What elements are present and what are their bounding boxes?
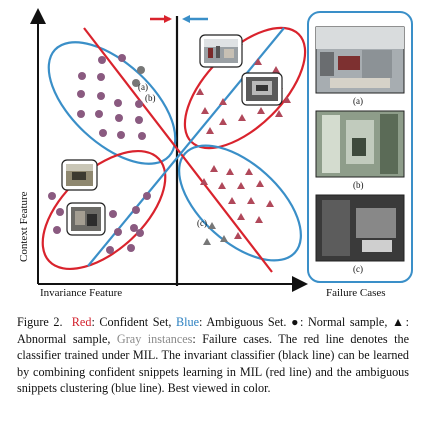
caption-text-5: : Failure cases. The red line denotes th… xyxy=(17,331,409,396)
caption-text-1: : Confident Set, xyxy=(91,315,172,329)
figure-svg: Context Feature Invariance Feature xyxy=(18,8,413,299)
failure-image-b xyxy=(315,110,405,178)
figure-number: Figure 2. xyxy=(17,315,63,329)
failure-label-b: (b) xyxy=(353,180,364,190)
clustering-line xyxy=(87,27,285,267)
normal-samples-top-left xyxy=(77,54,146,140)
caption-blue-word: Blue xyxy=(176,315,200,329)
abnormal-samples-top-right xyxy=(196,38,291,134)
normal-samples-bottom-left xyxy=(48,192,151,254)
marker-label-c: (c) xyxy=(197,218,207,228)
failure-cases-title: Failure Cases xyxy=(326,287,386,299)
red-arrow-head xyxy=(164,15,172,23)
caption-text-4: : Abnormal sample, xyxy=(17,315,410,346)
caption-text-3: : Normal sample, xyxy=(300,315,388,329)
blue-ellipse-bottom-right xyxy=(178,144,302,262)
blue-ellipse-top-left xyxy=(47,41,177,165)
marker-label-b: (b) xyxy=(145,93,156,103)
mil-classifier-line xyxy=(83,27,273,273)
caption-gray-words: Gray instances xyxy=(116,331,193,346)
failure-image-a xyxy=(315,26,405,94)
caption-red-word: Red xyxy=(71,315,92,329)
blue-arrow-head xyxy=(182,15,190,23)
thumbnail-top-1 xyxy=(199,34,243,68)
y-axis-label: Context Feature xyxy=(18,191,30,262)
figure-panel: Context Feature Invariance Feature xyxy=(18,8,413,299)
circle-symbol: ● xyxy=(291,315,300,329)
marker-label-a: (a) xyxy=(138,82,148,92)
thumbnail-bottom-2 xyxy=(66,202,106,236)
failure-label-c: (c) xyxy=(353,264,363,274)
thumbnail-bottom-1 xyxy=(61,159,98,191)
triangle-symbol: ▲ xyxy=(392,315,406,329)
failure-label-a: (a) xyxy=(353,96,363,106)
caption-text-2: : Ambiguous Set. xyxy=(199,315,287,329)
abnormal-samples-bottom-right xyxy=(200,165,274,239)
failure-samples-bottom-right xyxy=(203,222,228,245)
x-axis-label: Invariance Feature xyxy=(40,287,122,299)
failure-samples-top-left xyxy=(132,66,145,87)
figure-caption: Figure 2. Red: Confident Set, Blue: Ambi… xyxy=(17,314,409,397)
failure-cases-panel xyxy=(307,11,413,283)
thumbnail-top-2 xyxy=(241,72,283,106)
failure-image-c xyxy=(315,194,405,262)
